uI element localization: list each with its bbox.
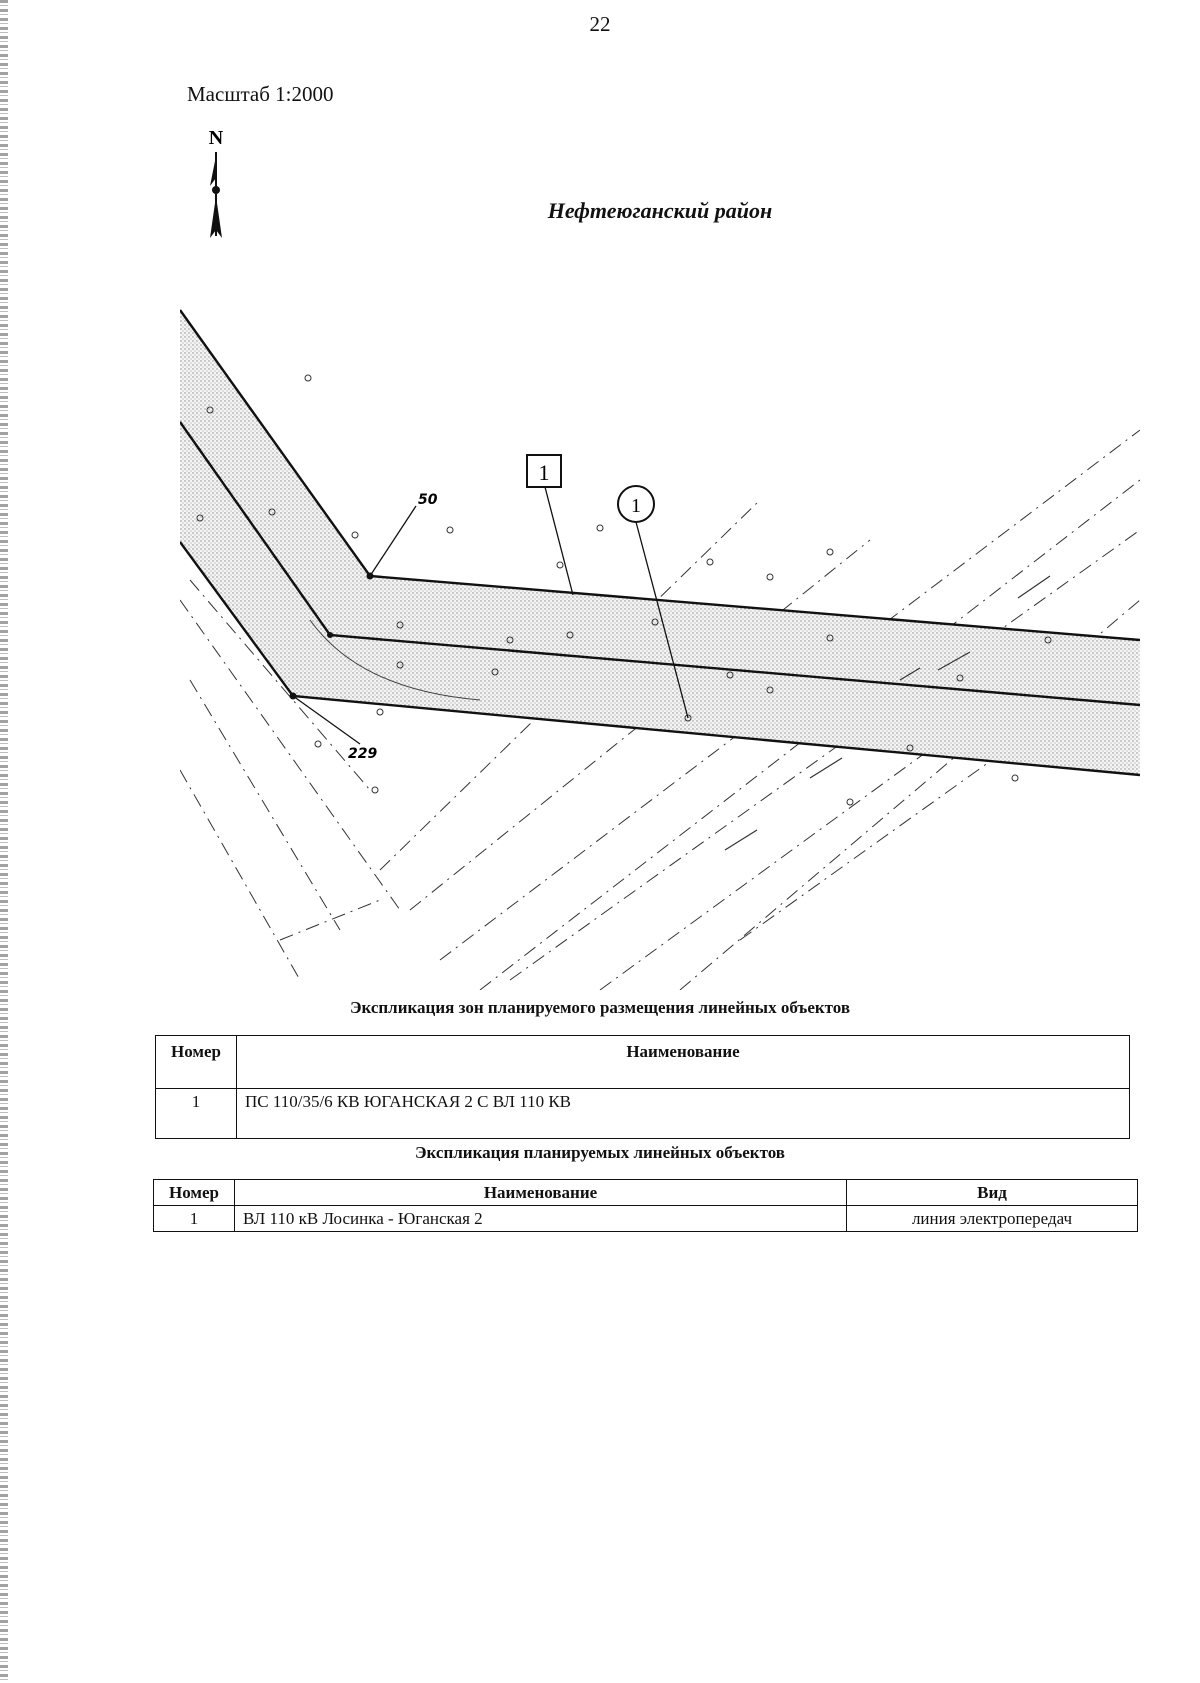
header-name: Наименование xyxy=(236,1035,1130,1089)
planning-zone-area xyxy=(180,310,1140,775)
table-row: 1 ВЛ 110 кВ Лосинка - Юганская 2 линия э… xyxy=(153,1205,1138,1232)
map-drawing: 50 229 1 1 xyxy=(180,309,1140,990)
header-type: Вид xyxy=(846,1179,1138,1206)
objects-table: Номер Наименование Вид 1 ВЛ 110 кВ Лосин… xyxy=(153,1179,1138,1232)
scan-edge-artifact xyxy=(0,0,8,1683)
north-arrow-icon: N xyxy=(209,127,224,238)
cell-name: ПС 110/35/6 КВ ЮГАНСКАЯ 2 С ВЛ 110 КВ xyxy=(236,1088,1130,1139)
table-header-row: Номер Наименование Вид xyxy=(153,1179,1138,1206)
table-header-row: Номер Наименование xyxy=(155,1035,1130,1089)
point-label-50: 50 xyxy=(418,492,438,508)
power-line-markers xyxy=(724,575,1051,851)
cell-number: 1 xyxy=(153,1205,235,1232)
header-number: Номер xyxy=(155,1035,237,1089)
cell-type: линия электропередач xyxy=(846,1205,1138,1232)
point-label-229: 229 xyxy=(348,746,377,762)
node-mid xyxy=(327,632,333,638)
map-point-symbols xyxy=(196,374,1052,806)
scale-label: Масштаб 1:2000 xyxy=(187,82,334,106)
zones-table-caption: Экспликация зон планируемого размещения … xyxy=(349,998,851,1017)
cell-name: ВЛ 110 кВ Лосинка - Юганская 2 xyxy=(234,1205,847,1232)
zone-callout-box xyxy=(526,454,562,488)
region-label: Нефтеюганский район xyxy=(547,198,773,223)
object-callout-label: 1 xyxy=(631,495,641,517)
header-name: Наименование xyxy=(234,1179,847,1206)
header-number: Номер xyxy=(153,1179,235,1206)
zones-table: Номер Наименование 1 ПС 110/35/6 КВ ЮГАН… xyxy=(155,1035,1130,1139)
cell-number: 1 xyxy=(155,1088,237,1139)
zone-callout-label: 1 xyxy=(539,460,550,485)
objects-table-caption: Экспликация планируемых линейных объекто… xyxy=(415,1143,785,1162)
table-row: 1 ПС 110/35/6 КВ ЮГАНСКАЯ 2 С ВЛ 110 КВ xyxy=(155,1088,1130,1139)
page-number: 22 xyxy=(589,12,611,36)
north-label: N xyxy=(209,127,224,149)
